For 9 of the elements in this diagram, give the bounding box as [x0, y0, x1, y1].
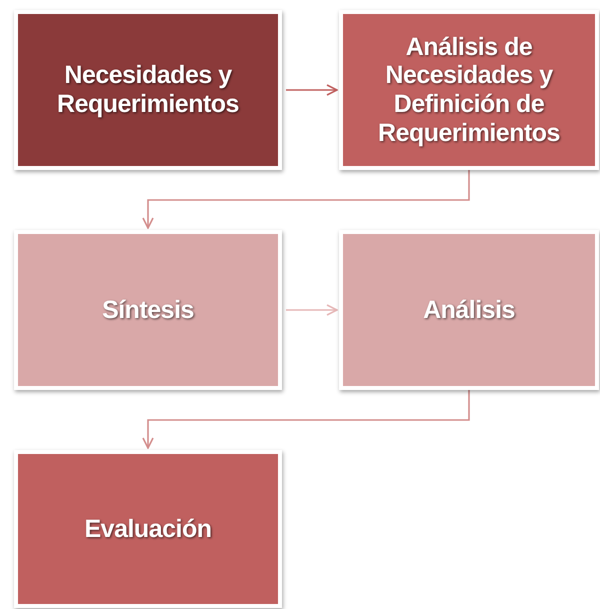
box-label: Evaluación: [84, 514, 212, 544]
box-label: Análisis de Necesidades y Definición de Requerimientos: [377, 32, 561, 148]
box-label: Necesidades y Requerimientos: [56, 61, 240, 119]
arrow: [286, 84, 338, 96]
arrow: [142, 390, 470, 449]
box-label: Análisis: [422, 296, 516, 324]
box-label: Síntesis: [101, 296, 195, 324]
arrow: [286, 304, 338, 316]
arrow: [142, 170, 470, 229]
